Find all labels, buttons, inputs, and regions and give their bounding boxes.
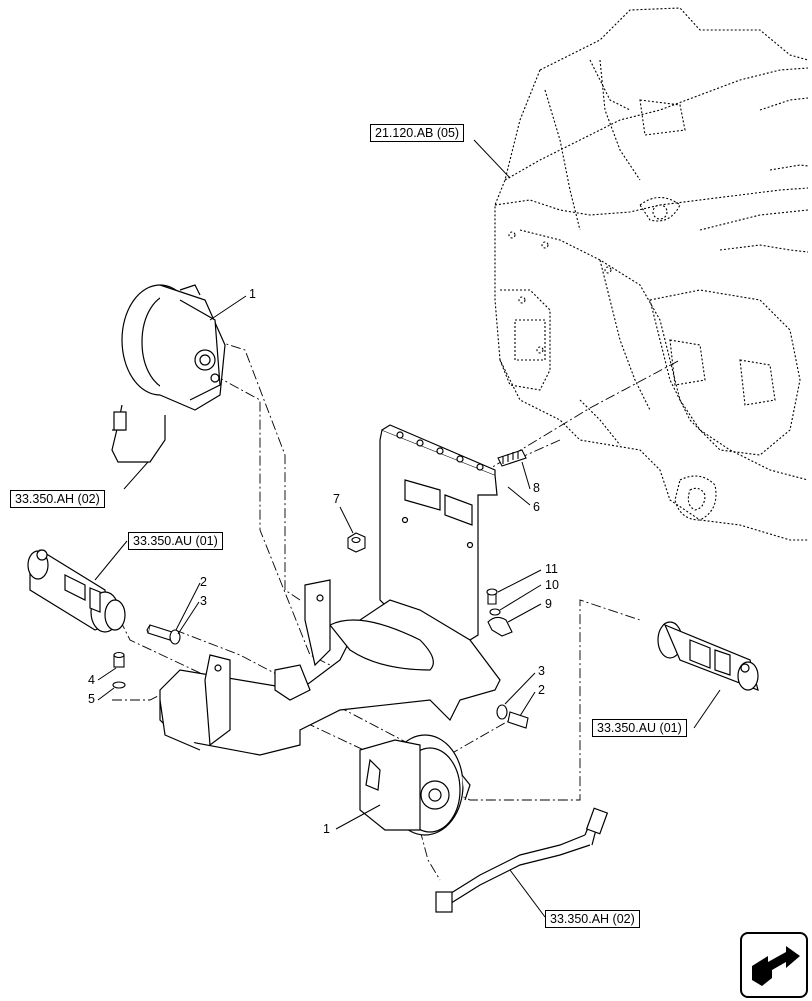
brake-hose-bottom [435, 807, 609, 913]
nut-7 [347, 532, 366, 553]
bolt-2-3-right [496, 704, 529, 729]
callout-3-left: 3 [200, 594, 207, 608]
navigation-arrow-icon [752, 946, 800, 986]
ref-brake-actuator-bottom[interactable]: 33.350.AH (02) [545, 910, 640, 928]
bolt-8 [497, 449, 527, 467]
callout-6: 6 [533, 500, 540, 514]
brake-actuator-top [111, 284, 226, 463]
callout-9: 9 [545, 597, 552, 611]
brake-cylinder-left [27, 549, 126, 633]
ref-brake-actuator-top[interactable]: 33.350.AH (02) [10, 490, 105, 508]
callout-2-left: 2 [200, 575, 207, 589]
callout-2-right: 2 [538, 683, 545, 697]
callout-10: 10 [545, 578, 559, 592]
callout-leaders [94, 139, 721, 918]
hardware-9-10-11 [486, 588, 513, 637]
callout-11: 11 [545, 562, 558, 576]
ref-brake-cylinder-right[interactable]: 33.350.AU (01) [592, 719, 687, 737]
callout-3-right: 3 [538, 664, 545, 678]
tractor-frame-phantom [494, 7, 809, 541]
ref-frame[interactable]: 21.120.AB (05) [370, 124, 465, 142]
callout-1-bottom: 1 [323, 822, 330, 836]
callout-4: 4 [88, 673, 95, 687]
callout-5: 5 [88, 692, 95, 706]
mounting-bracket [379, 424, 498, 661]
bolt-2-3-left [146, 624, 181, 645]
base-plate [159, 579, 501, 756]
callout-7: 7 [333, 492, 340, 506]
navigation-button[interactable] [740, 932, 808, 998]
callout-1-top: 1 [249, 287, 256, 301]
bolt-4-5 [112, 651, 126, 689]
brake-cylinder-right [657, 621, 759, 691]
brake-actuator-bottom [359, 734, 471, 836]
callout-8: 8 [533, 481, 540, 495]
ref-brake-cylinder-left[interactable]: 33.350.AU (01) [128, 532, 223, 550]
